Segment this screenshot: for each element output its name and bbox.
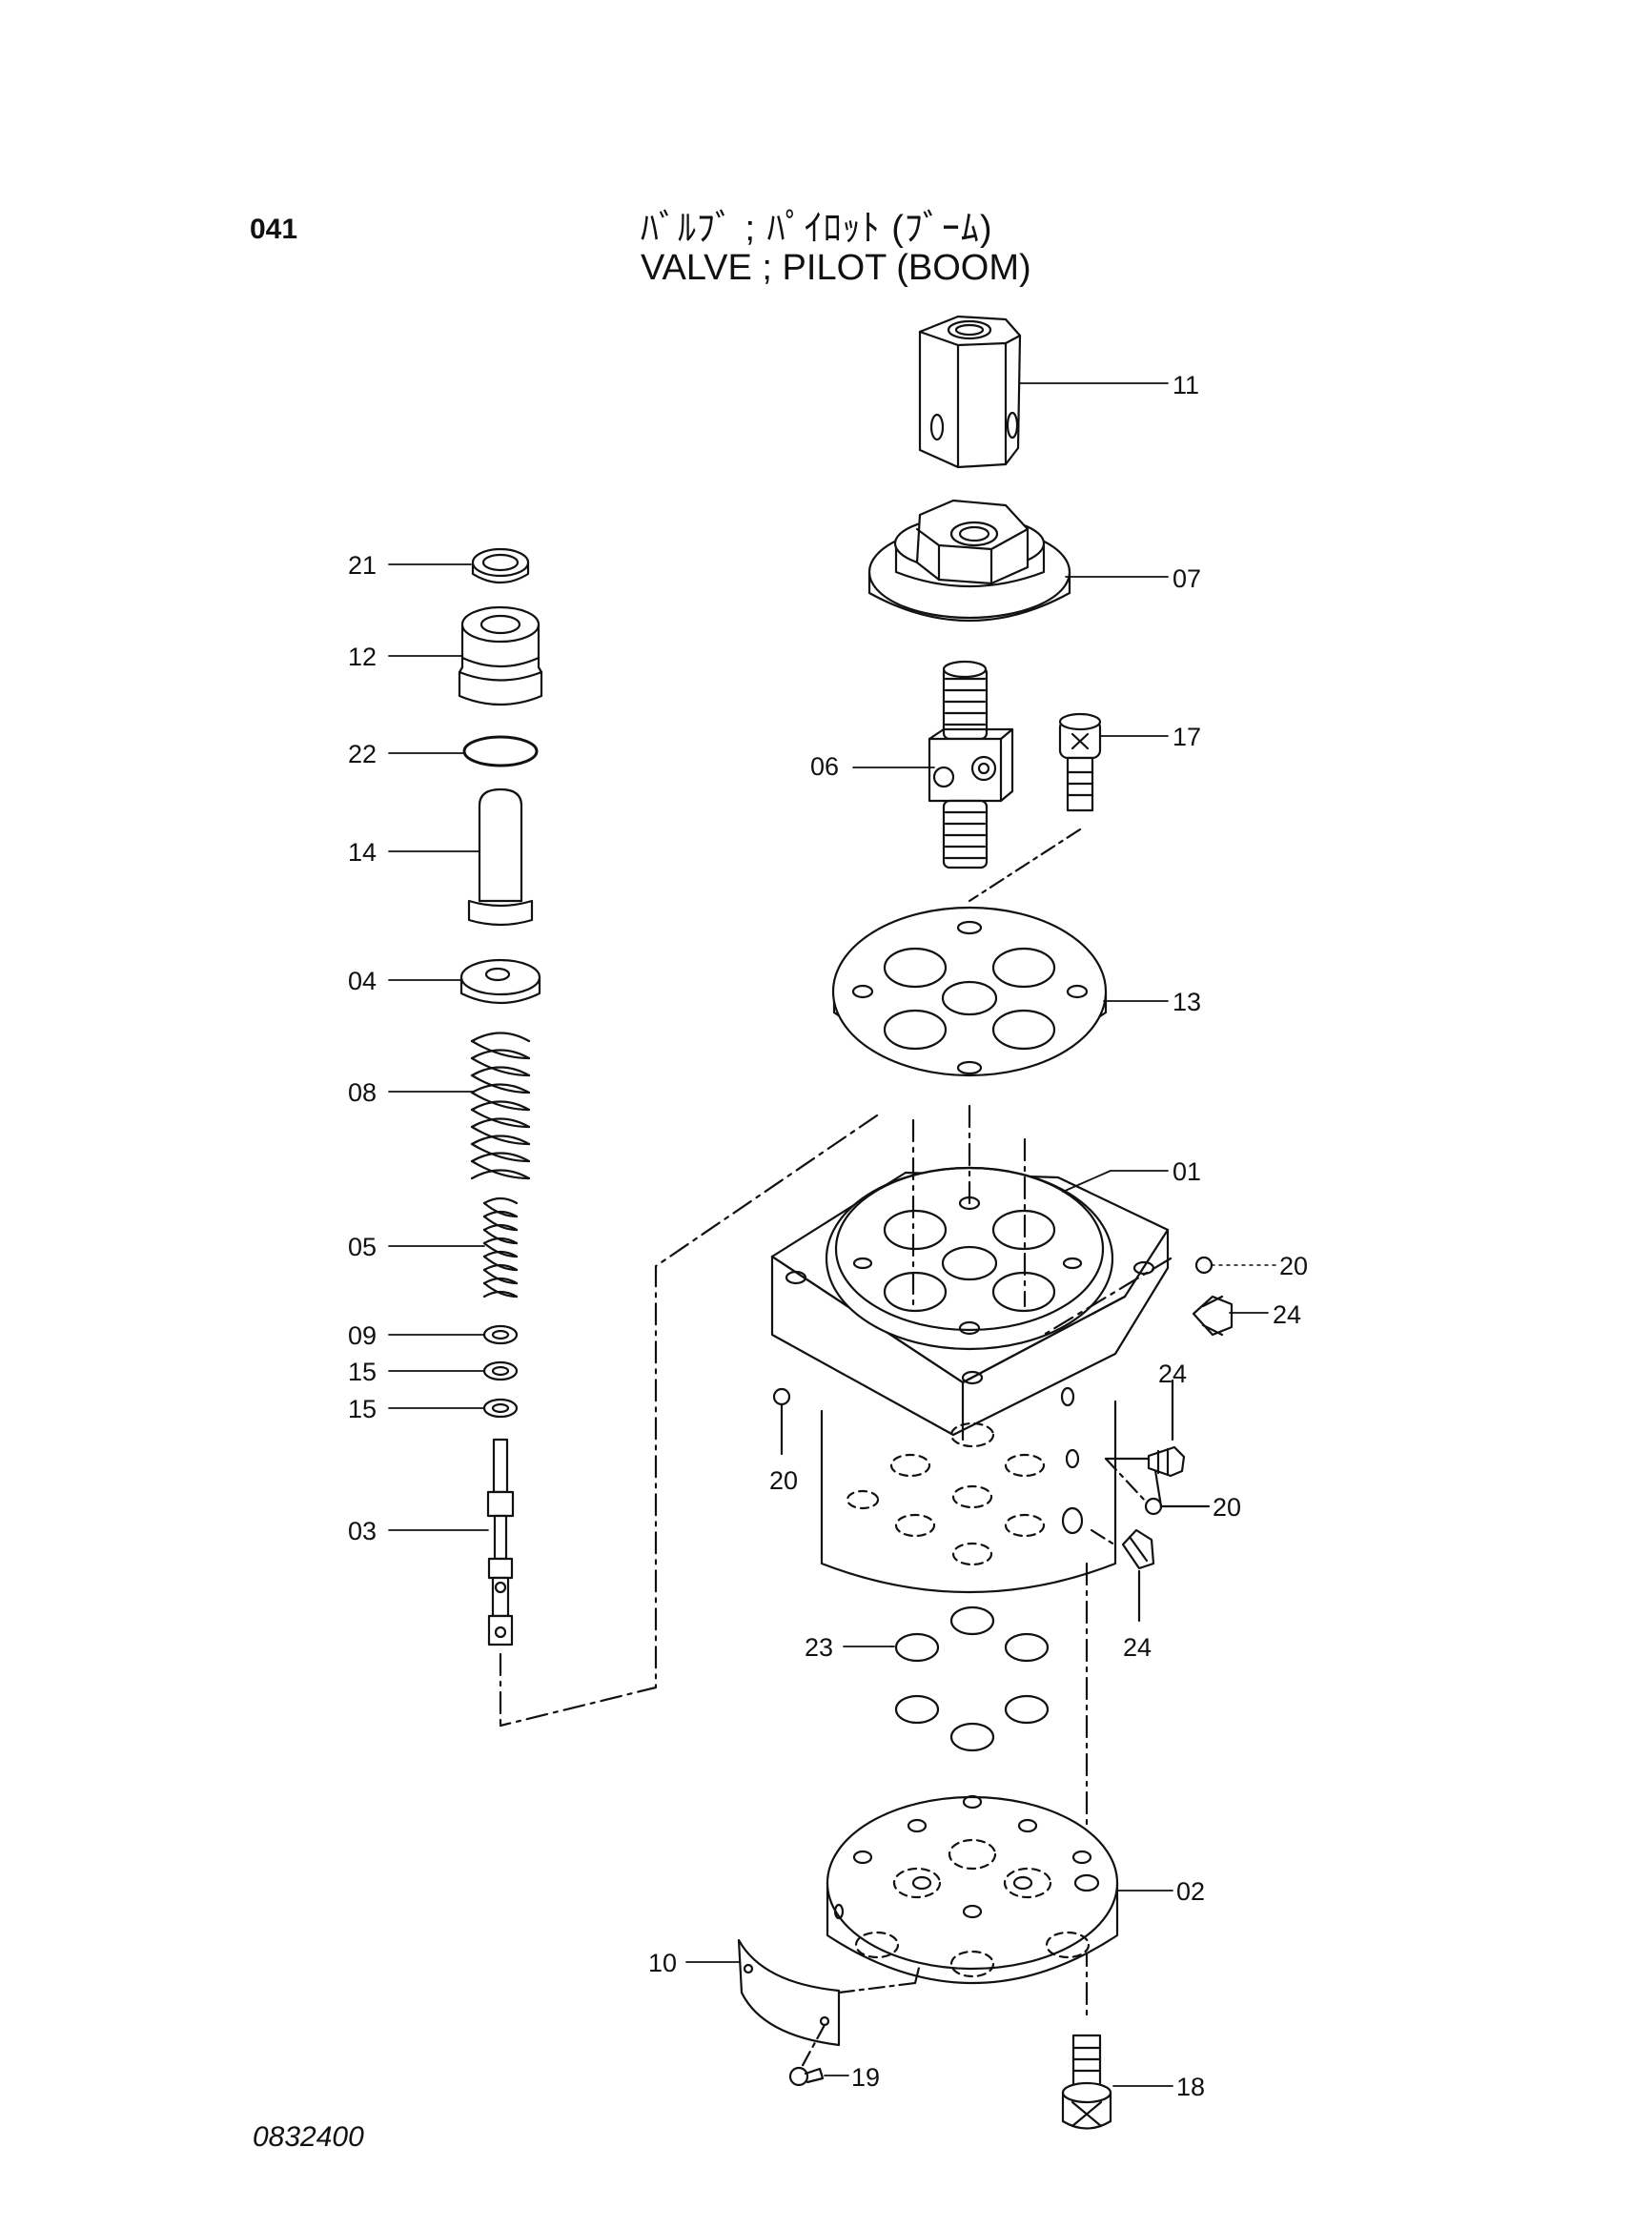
callout-21: 21	[348, 551, 377, 580]
part-11-hex-coupling	[918, 315, 1022, 469]
part-01-main-body	[770, 1166, 1170, 1594]
callout-24-bottom: 24	[1123, 1633, 1152, 1662]
callout-02: 02	[1176, 1877, 1205, 1906]
callout-15-a: 15	[348, 1358, 377, 1386]
part-02-bottom-plate	[826, 1794, 1119, 1984]
callout-24-mid: 24	[1158, 1360, 1187, 1388]
part-17-socket-bolt	[1058, 712, 1102, 812]
callout-18: 18	[1176, 2073, 1205, 2101]
callout-04: 04	[348, 967, 377, 995]
callout-07: 07	[1173, 564, 1201, 593]
callout-09: 09	[348, 1321, 377, 1350]
part-04-seat	[459, 958, 541, 1005]
callout-10: 10	[648, 1949, 677, 1977]
part-15-washer	[482, 1360, 519, 1381]
callout-11: 11	[1173, 371, 1199, 399]
page-number: 041	[250, 214, 298, 245]
part-03-spool	[486, 1438, 515, 1646]
callout-24-top: 24	[1273, 1300, 1301, 1329]
callout-20-left: 20	[769, 1466, 798, 1495]
part-15-washer-2	[482, 1398, 519, 1419]
title-english: VALVE ; PILOT (BOOM)	[641, 248, 1031, 288]
part-13-round-plate	[831, 906, 1108, 1077]
part-08-spring	[470, 1032, 531, 1180]
part-19-screw	[788, 2066, 825, 2087]
callout-17: 17	[1173, 723, 1201, 751]
part-05-inner-spring	[482, 1196, 519, 1299]
part-23-o-rings	[894, 1605, 1050, 1752]
callout-22: 22	[348, 740, 377, 768]
part-22-o-ring	[462, 735, 539, 767]
callout-12: 12	[348, 643, 377, 671]
part-24-plugs	[1121, 1295, 1234, 1570]
part-09-washer	[482, 1324, 519, 1345]
callout-06: 06	[810, 752, 839, 781]
callout-20-right: 20	[1213, 1493, 1241, 1522]
callout-08: 08	[348, 1078, 377, 1107]
callout-20-top: 20	[1279, 1252, 1308, 1280]
callout-14: 14	[348, 838, 377, 867]
callout-05: 05	[348, 1233, 377, 1261]
part-20-balls	[772, 1256, 1214, 1516]
title-japanese: ﾊﾞﾙﾌﾞ ; ﾊﾟｲﾛｯﾄ (ﾌﾞｰﾑ)	[641, 209, 993, 249]
callout-13: 13	[1173, 988, 1201, 1016]
callout-03: 03	[348, 1517, 377, 1545]
callout-01: 01	[1173, 1157, 1201, 1186]
part-10-name-plate	[737, 1938, 841, 2047]
part-06-universal-joint	[928, 660, 1014, 869]
callout-19: 19	[851, 2063, 880, 2092]
part-07-plug-flange	[867, 499, 1071, 623]
drawing-code: 0832400	[253, 2121, 364, 2153]
part-14-piston	[467, 787, 534, 927]
callout-15-b: 15	[348, 1395, 377, 1423]
part-12-plug	[458, 605, 543, 706]
callout-23: 23	[805, 1633, 833, 1662]
part-18-bottom-bolt	[1061, 2034, 1112, 2130]
part-21-ring	[471, 547, 530, 583]
